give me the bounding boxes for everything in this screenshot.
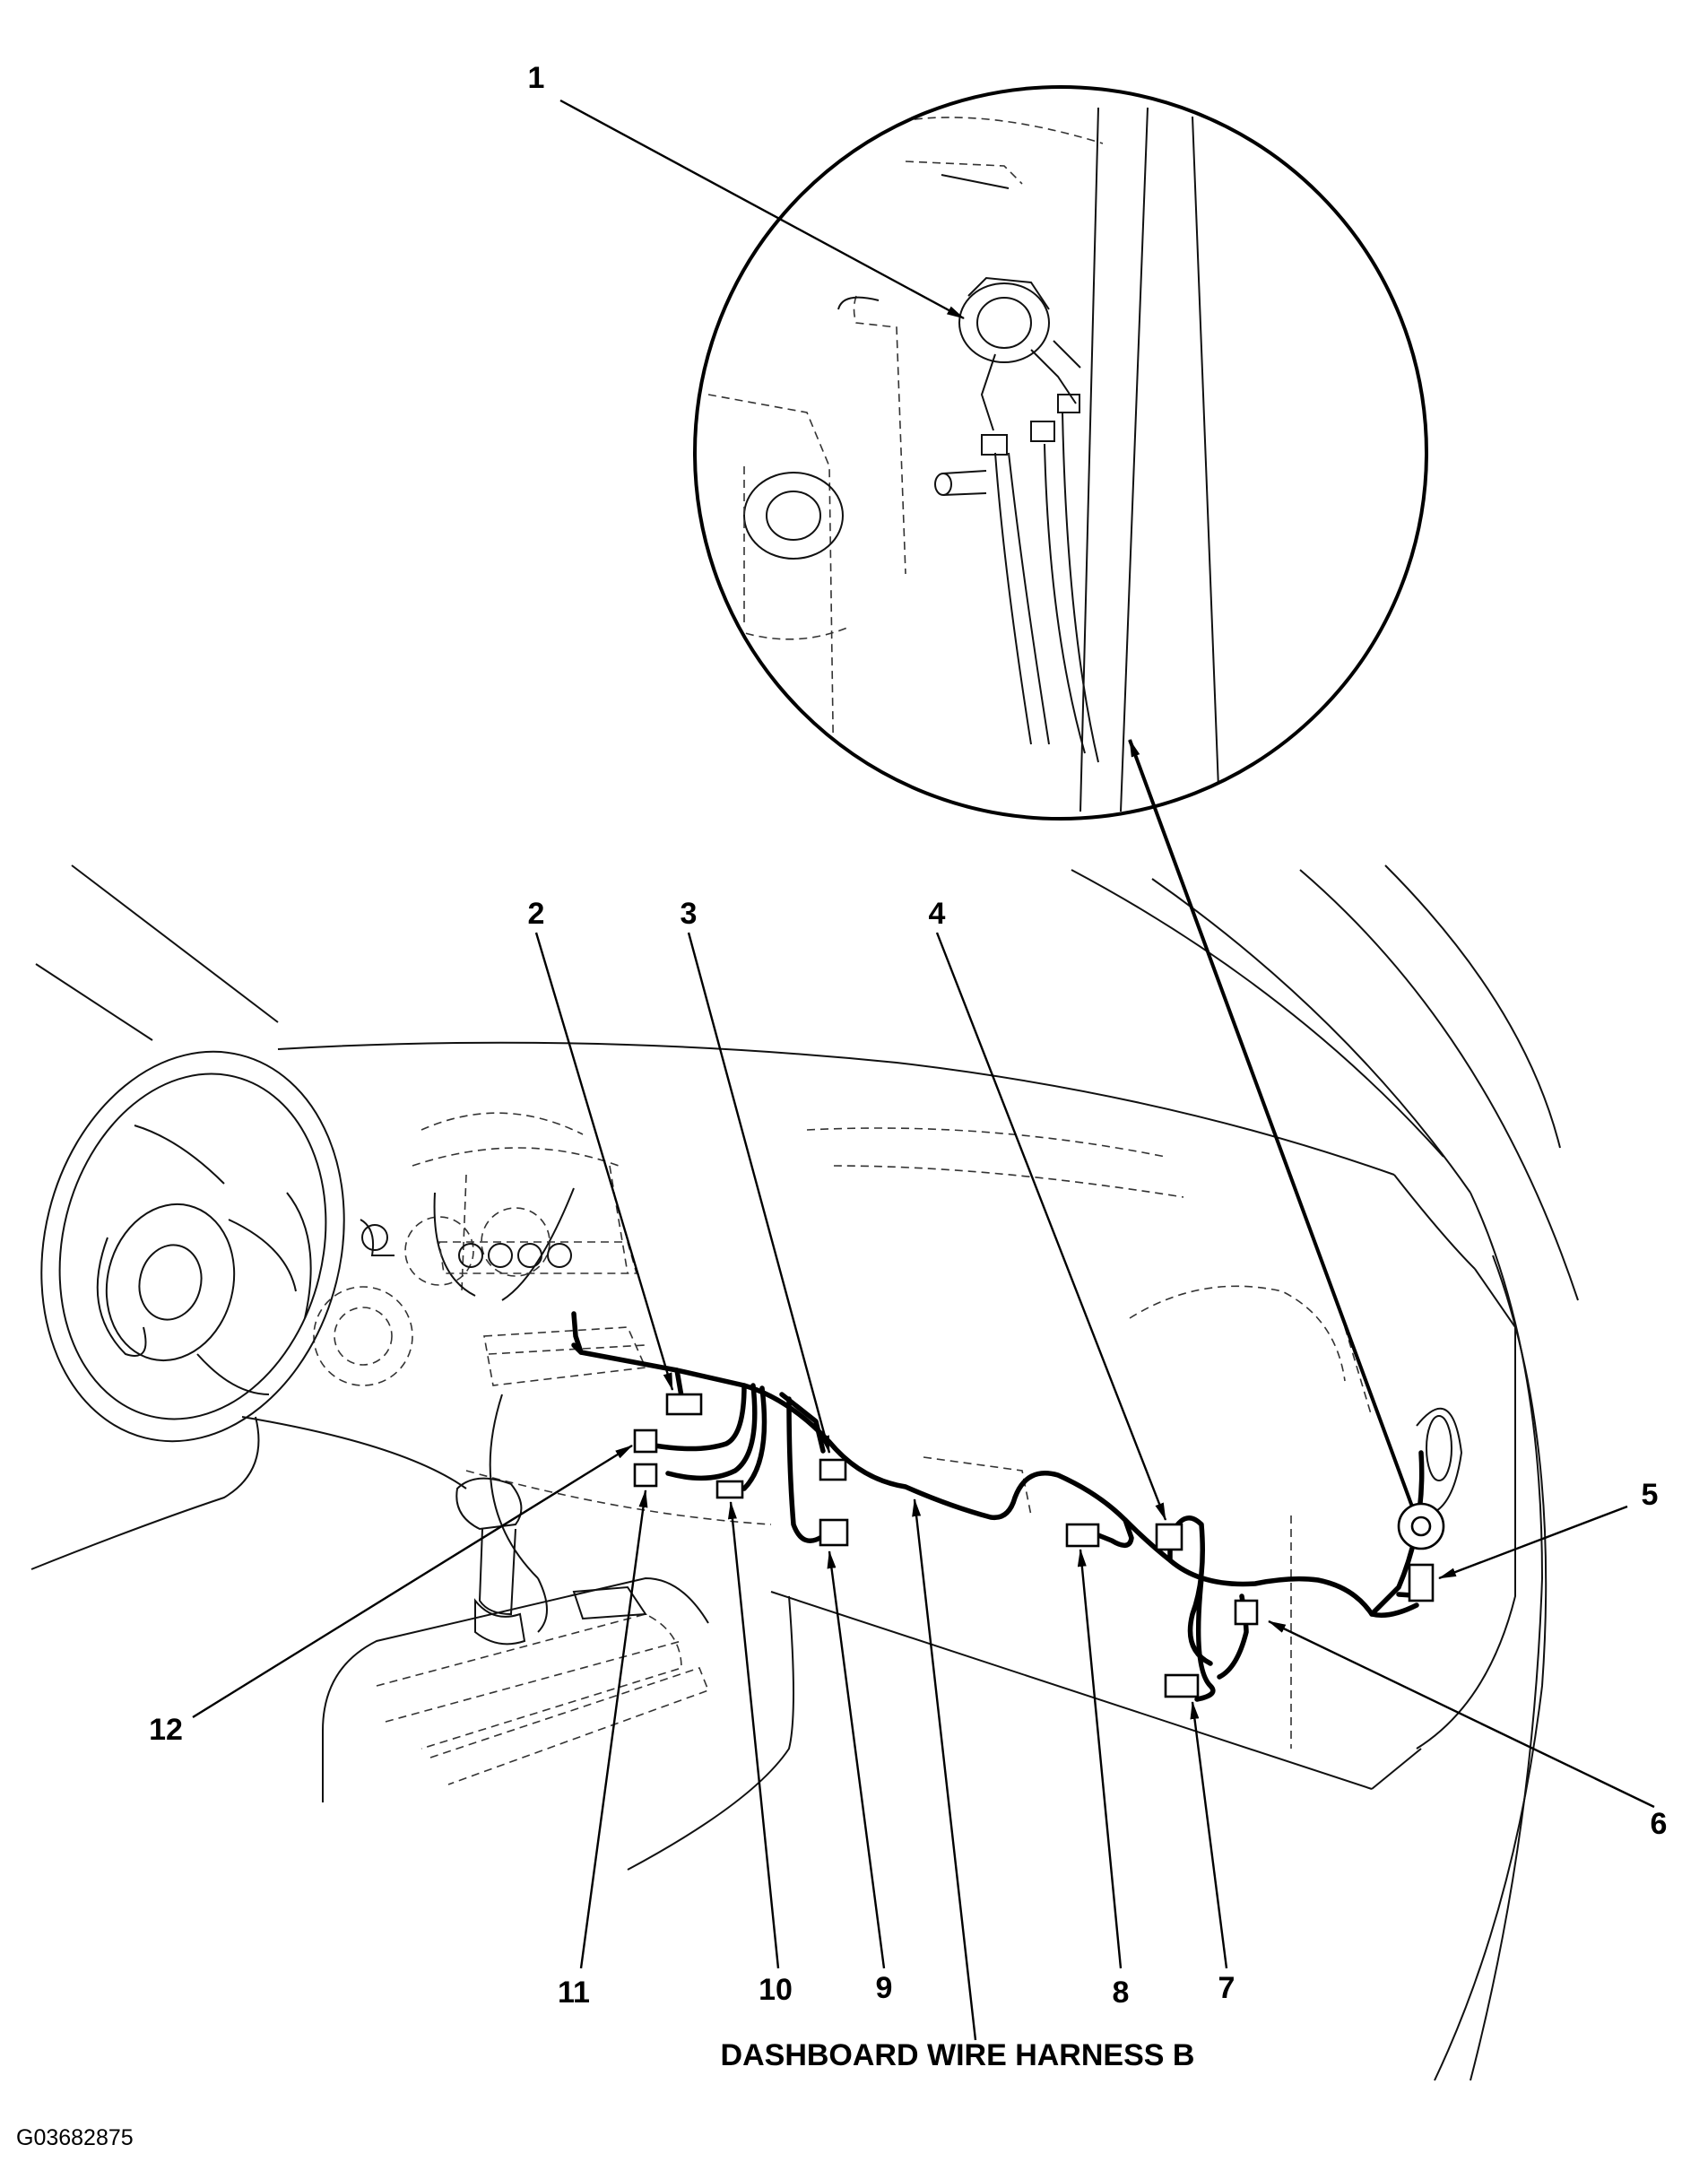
connector-2 bbox=[665, 1393, 703, 1416]
leader-7 bbox=[1190, 1701, 1228, 1969]
steering-wheel bbox=[40, 1050, 394, 1443]
leader-harness bbox=[912, 1498, 977, 2041]
callout-6: 6 bbox=[1651, 1807, 1668, 1841]
connectors bbox=[633, 1393, 1445, 1698]
callout-10: 10 bbox=[759, 1973, 793, 2007]
figure-id: G03682875 bbox=[16, 2125, 134, 2150]
callout-8: 8 bbox=[1113, 1976, 1130, 2010]
leader-12 bbox=[192, 1444, 633, 1719]
connector-6 bbox=[1234, 1599, 1259, 1626]
leader-8 bbox=[1077, 1549, 1123, 1969]
callout-7: 7 bbox=[1218, 1971, 1235, 2005]
connector-7 bbox=[1164, 1673, 1200, 1698]
connector-11 bbox=[633, 1463, 658, 1488]
leader-5 bbox=[1438, 1505, 1628, 1580]
connector-10 bbox=[715, 1480, 744, 1499]
connector-12 bbox=[633, 1429, 658, 1454]
callout-3: 3 bbox=[681, 897, 698, 931]
callout-1: 1 bbox=[528, 61, 545, 95]
connector-4 bbox=[1155, 1523, 1183, 1551]
callout-labels: 1 2 3 4 5 6 7 8 9 10 11 12 bbox=[149, 61, 1667, 2010]
leader-11 bbox=[579, 1489, 648, 1969]
callout-9: 9 bbox=[876, 1971, 893, 2005]
harness-caption: DASHBOARD WIRE HARNESS B bbox=[721, 2038, 1195, 2072]
callout-2: 2 bbox=[528, 897, 545, 931]
callout-4: 4 bbox=[929, 897, 946, 931]
connector-9 bbox=[819, 1518, 849, 1547]
connector-8 bbox=[1065, 1523, 1100, 1548]
connector-5 bbox=[1408, 1563, 1435, 1602]
callout-12: 12 bbox=[149, 1713, 183, 1747]
leader-3 bbox=[687, 932, 831, 1454]
detail-circle bbox=[693, 85, 1428, 821]
connector-3 bbox=[819, 1458, 847, 1481]
car-body-outline bbox=[30, 864, 1579, 2081]
leader-4 bbox=[935, 932, 1167, 1521]
leader-1 bbox=[559, 99, 965, 320]
callout-5: 5 bbox=[1642, 1478, 1659, 1512]
leader-10 bbox=[727, 1501, 780, 1969]
leader-ground bbox=[1128, 739, 1414, 1507]
harness-main-trunk bbox=[571, 1311, 1419, 1618]
leader-6 bbox=[1268, 1620, 1655, 1809]
leader-9 bbox=[827, 1550, 886, 1969]
leader-lines bbox=[192, 99, 1655, 2041]
leader-2 bbox=[534, 932, 674, 1391]
dashboard-wire-harness-b bbox=[571, 1311, 1428, 1702]
callout-11: 11 bbox=[558, 1976, 590, 2010]
